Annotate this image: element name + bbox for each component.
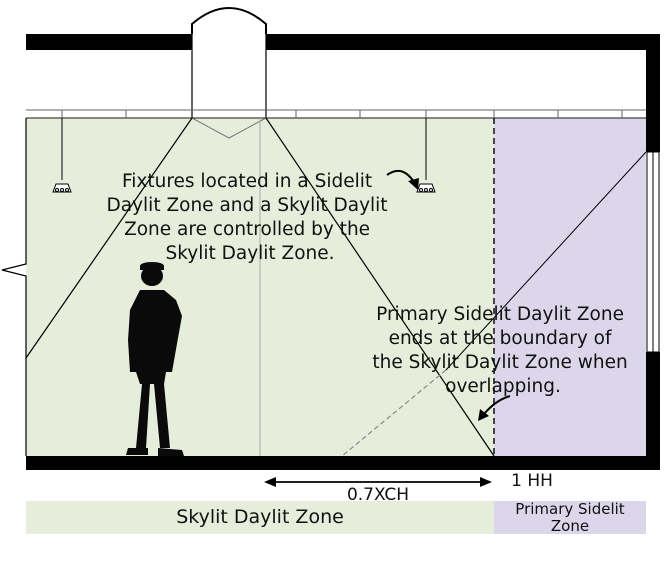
fixtures-note-line: Fixtures located in a Sidelit <box>122 171 372 192</box>
exterior-wall-upper <box>646 34 660 152</box>
sidelight-diagonal-solid <box>445 151 647 371</box>
pendant-fixture-left <box>52 118 72 193</box>
roof-left <box>26 34 192 50</box>
ceiling-grid-ticks <box>61 110 623 118</box>
skylit-zone-label: Skylit Daylit Zone <box>176 506 344 528</box>
dimension-label-07xch: 0.7XCH <box>347 485 409 505</box>
boundary-note: Primary Sidelit Daylit Zone ends at the … <box>372 304 633 397</box>
primary-sidelit-zone-bar <box>494 501 646 534</box>
roof-right <box>266 34 660 50</box>
person-silhouette <box>126 262 184 456</box>
skylight-diffuser <box>191 117 267 139</box>
fixtures-note-line: Skylit Daylit Zone. <box>165 243 334 264</box>
dimension-label-1hh: 1 HH <box>511 471 553 491</box>
primary-sidelit-zone-area <box>494 118 646 456</box>
primary-sidelit-zone-label: Primary Sidelit Zone <box>515 500 625 535</box>
dimension-line-07xch <box>264 477 492 487</box>
boundary-note-line: ends at the boundary of <box>389 328 612 349</box>
fixture-pointer-arrow <box>386 169 419 190</box>
plenum-space <box>26 50 646 118</box>
sidelight-diagonal-dashed <box>341 369 447 457</box>
exterior-wall-lower <box>646 352 660 470</box>
skylight-cone-left <box>25 117 193 359</box>
pendant-fixture-right <box>416 118 436 193</box>
fixtures-note-line: Zone are controlled by the <box>124 219 370 240</box>
boundary-pointer-arrow <box>478 395 511 421</box>
wall-break-symbol <box>1 118 27 456</box>
skylight-dome <box>191 7 267 34</box>
dimension-line-1hh <box>342 458 642 468</box>
skylight-cone-right <box>265 117 495 457</box>
boundary-note-line: the Skylit Daylit Zone when <box>372 352 627 373</box>
fixtures-note-line: Daylit Zone and a Skylit Daylit <box>107 195 388 216</box>
floor-slab <box>26 456 646 470</box>
skylit-zone-bar <box>26 501 494 534</box>
fixtures-note: Fixtures located in a Sidelit Daylit Zon… <box>107 171 394 264</box>
boundary-note-line: Primary Sidelit Daylit Zone <box>376 304 624 325</box>
boundary-note-line: overlapping. <box>445 376 561 397</box>
